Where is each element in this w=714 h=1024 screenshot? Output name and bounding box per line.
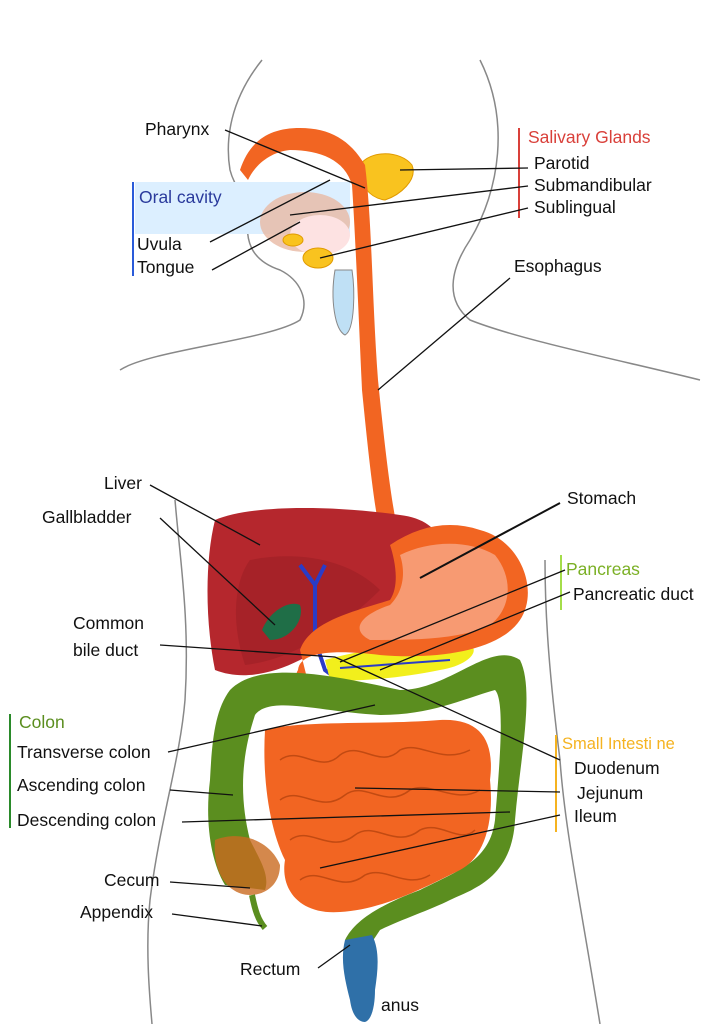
- label-colon: Colon: [19, 712, 65, 732]
- colon-shape: [208, 655, 527, 945]
- label-duodenum: Duodenum: [574, 758, 660, 778]
- label-salivary-glands: Salivary Glands: [528, 127, 651, 147]
- label-small-intestine: Small Intesti ne: [562, 735, 675, 753]
- label-rectum: Rectum: [240, 959, 301, 979]
- stomach-inner: [359, 543, 508, 640]
- leader-lines: [149, 129, 571, 969]
- gallbladder-shape: [262, 603, 301, 640]
- label-transverse-colon: Transverse colon: [17, 742, 151, 762]
- cecum-shape: [214, 836, 280, 895]
- label-esophagus: Esophagus: [514, 256, 602, 276]
- mouth-shape: [290, 215, 350, 255]
- label-common-bile-duct-line1: Common: [73, 613, 144, 633]
- label-jejunum: Jejunum: [577, 783, 644, 803]
- label-gallbladder: Gallbladder: [42, 507, 132, 527]
- label-appendix: Appendix: [80, 902, 153, 922]
- rectum-shape: [342, 935, 378, 1022]
- label-descending-colon: Descending colon: [17, 810, 157, 830]
- label-sublingual: Sublingual: [534, 197, 616, 217]
- trachea: [332, 269, 355, 336]
- label-ascending-colon: Ascending colon: [17, 775, 146, 795]
- esophagus-shape: [240, 128, 400, 555]
- label-tongue: Tongue: [137, 257, 195, 277]
- intestine-folds: [279, 746, 481, 883]
- label-stomach: Stomach: [567, 488, 637, 508]
- sublingual-gland: [282, 233, 304, 247]
- label-oral-cavity: Oral cavity: [139, 187, 222, 207]
- body-outline: [119, 59, 701, 1024]
- label-submandibular: Submandibular: [534, 175, 652, 195]
- label-pancreatic-duct: Pancreatic duct: [573, 584, 694, 604]
- submandibular-gland: [302, 247, 334, 269]
- label-common-bile-duct-line2: bile duct: [73, 640, 139, 660]
- label-uvula: Uvula: [137, 234, 182, 254]
- label-cecum: Cecum: [104, 870, 160, 890]
- label-liver: Liver: [104, 473, 142, 493]
- label-pancreas: Pancreas: [566, 559, 640, 579]
- label-anus: anus: [381, 995, 419, 1015]
- label-pharynx: Pharynx: [145, 119, 210, 139]
- label-parotid: Parotid: [534, 153, 590, 173]
- label-ileum: Ileum: [574, 806, 617, 826]
- appendix-shape: [249, 894, 268, 930]
